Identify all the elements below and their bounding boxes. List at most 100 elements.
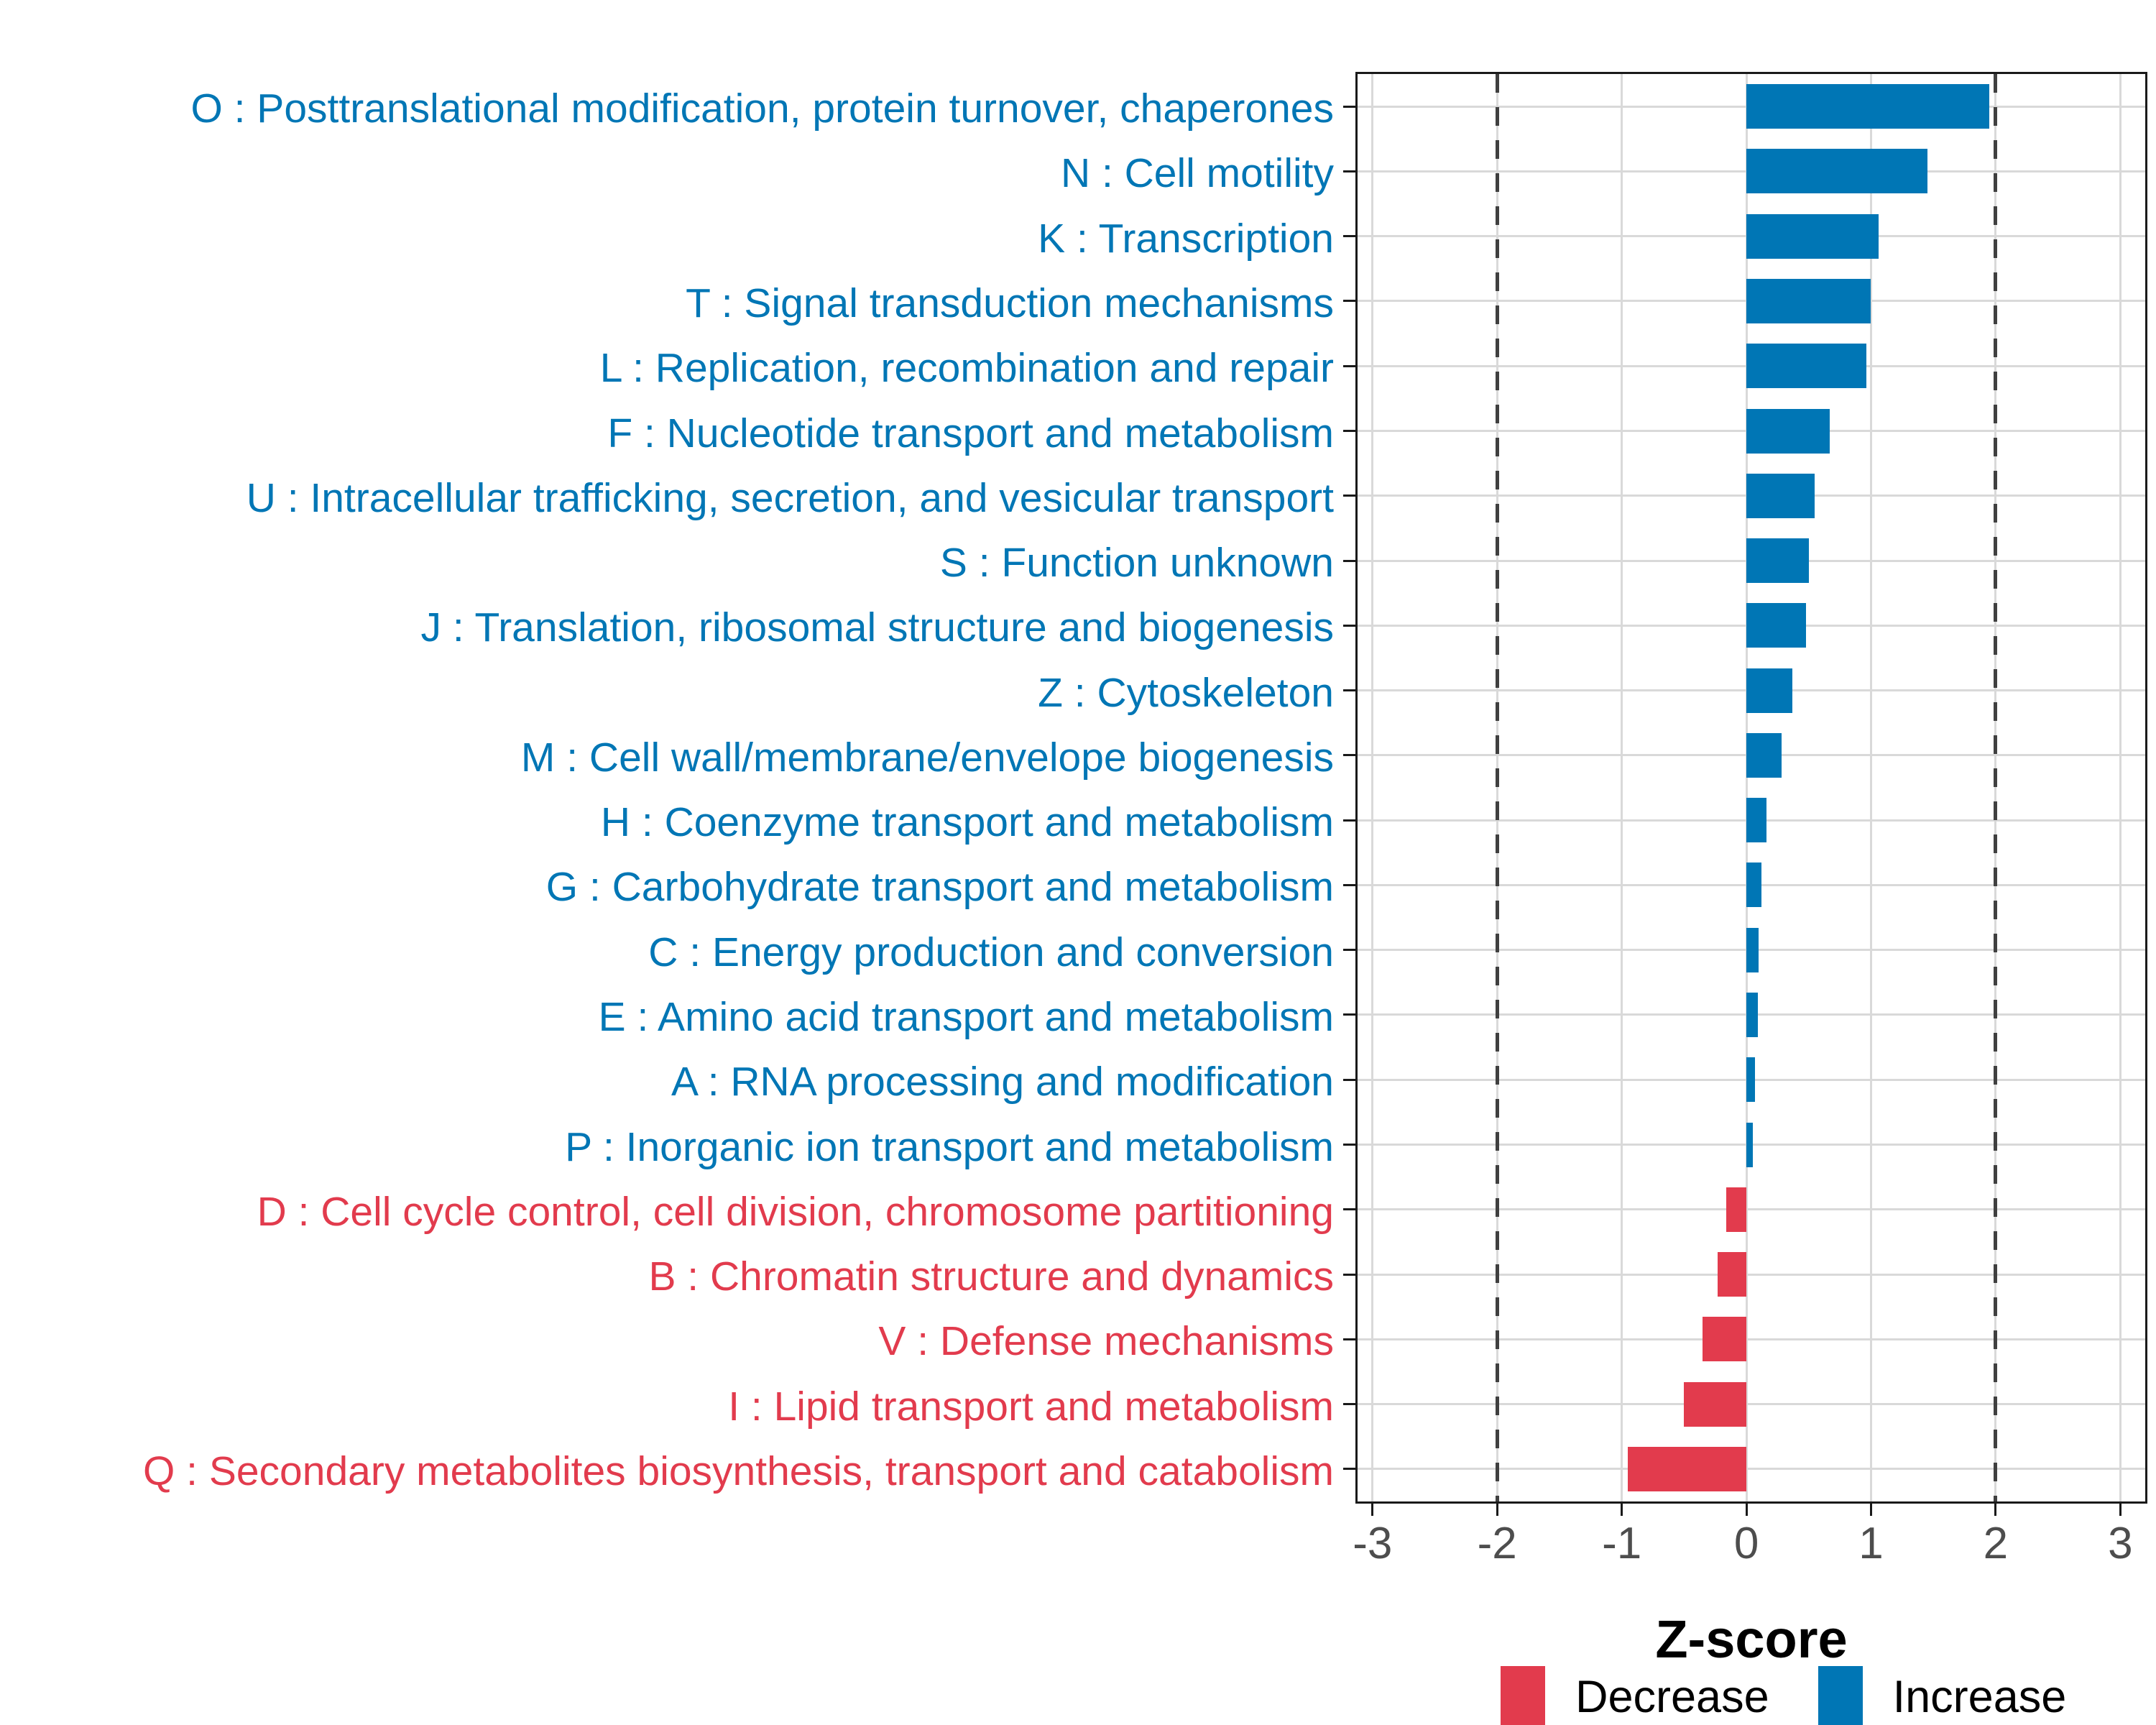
y-axis-tick (1343, 300, 1355, 303)
x-axis-tick-label: -1 (1602, 1519, 1642, 1568)
y-axis-tick (1343, 819, 1355, 822)
zscore-bar (1746, 732, 1782, 778)
horizontal-gridline (1358, 1208, 2145, 1211)
dashed-reference-line (1495, 74, 1499, 1501)
y-axis-tick (1343, 430, 1355, 432)
y-axis-tick (1343, 105, 1355, 108)
category-label: O : Posttranslational modification, prot… (190, 86, 1334, 132)
legend-item-decrease: Decrease (1501, 1666, 1769, 1725)
y-axis-tick (1343, 494, 1355, 497)
category-label: F : Nucleotide transport and metabolism (607, 410, 1334, 456)
zscore-bar (1746, 668, 1793, 713)
category-label: P : Inorganic ion transport and metaboli… (565, 1123, 1334, 1170)
x-axis-tick (1994, 1504, 1997, 1516)
y-axis-tick (1343, 1338, 1355, 1340)
zscore-bar (1746, 1122, 1753, 1167)
zscore-bar (1746, 603, 1807, 648)
category-label: B : Chromatin structure and dynamics (648, 1254, 1334, 1300)
category-label: T : Signal transduction mechanisms (686, 280, 1334, 326)
vertical-gridline (1371, 74, 1374, 1501)
category-label: E : Amino acid transport and metabolism (598, 993, 1334, 1040)
dashed-reference-line (1994, 74, 1998, 1501)
horizontal-gridline (1358, 1403, 2145, 1406)
x-axis-tick-label: 2 (1983, 1519, 2009, 1568)
category-label: V : Defense mechanisms (878, 1318, 1334, 1365)
legend: Decrease Increase (1501, 1666, 2066, 1725)
y-axis-tick (1343, 1273, 1355, 1276)
x-axis-tick (1621, 1504, 1623, 1516)
zscore-bar (1746, 408, 1830, 454)
category-label: C : Energy production and conversion (648, 929, 1334, 975)
horizontal-gridline (1358, 1468, 2145, 1471)
category-label: G : Carbohydrate transport and metabolis… (545, 864, 1334, 911)
legend-label-decrease: Decrease (1575, 1672, 1769, 1722)
x-axis-tick-label: 0 (1733, 1519, 1759, 1568)
zscore-bar (1746, 798, 1766, 843)
zscore-bar (1746, 278, 1871, 323)
y-axis-tick (1343, 949, 1355, 952)
y-axis-tick (1343, 1468, 1355, 1471)
y-axis-tick (1343, 1403, 1355, 1406)
y-axis-tick (1343, 624, 1355, 627)
y-axis-category-labels: O : Posttranslational modification, prot… (0, 74, 1334, 1501)
zscore-bar (1684, 1381, 1747, 1427)
zscore-bar (1746, 927, 1759, 972)
category-label: A : RNA processing and modification (671, 1059, 1334, 1105)
legend-label-increase: Increase (1892, 1672, 2067, 1722)
y-axis-tick (1343, 883, 1355, 886)
x-axis-tick-label: 3 (2108, 1519, 2133, 1568)
y-axis-tick (1343, 754, 1355, 757)
zscore-bar (1718, 1252, 1747, 1297)
y-axis-tick (1343, 689, 1355, 692)
y-axis-tick (1343, 1144, 1355, 1146)
category-label: U : Intracellular trafficking, secretion… (246, 474, 1334, 521)
category-label: I : Lipid transport and metabolism (728, 1383, 1334, 1430)
legend-item-increase: Increase (1818, 1666, 2067, 1725)
category-label: K : Transcription (1038, 215, 1334, 262)
zscore-bar (1746, 213, 1879, 259)
zscore-bar (1746, 149, 1927, 194)
plot-panel (1355, 72, 2147, 1504)
y-axis-tick (1343, 1208, 1355, 1211)
x-axis-tick (1745, 1504, 1748, 1516)
zscore-bar (1746, 538, 1809, 584)
decrease-color-swatch (1501, 1666, 1545, 1725)
zscore-bar (1746, 344, 1866, 389)
zscore-bar (1746, 992, 1758, 1037)
category-label: Q : Secondary metabolites biosynthesis, … (142, 1448, 1334, 1494)
x-axis-tick (1496, 1504, 1498, 1516)
category-label: M : Cell wall/membrane/envelope biogenes… (520, 734, 1334, 781)
category-label: H : Coenzyme transport and metabolism (600, 799, 1334, 846)
x-axis-tick (1371, 1504, 1374, 1516)
x-axis-tick-label: -3 (1353, 1519, 1393, 1568)
horizontal-gridline (1358, 1338, 2145, 1340)
category-label: L : Replication, recombination and repai… (599, 345, 1334, 392)
zscore-bar (1628, 1446, 1747, 1491)
zscore-bar (1746, 473, 1815, 518)
vertical-gridline (1745, 74, 1748, 1501)
vertical-gridline (2119, 74, 2122, 1501)
category-label: D : Cell cycle control, cell division, c… (257, 1188, 1334, 1235)
zscore-bar (1726, 1187, 1747, 1232)
horizontal-gridline (1358, 1273, 2145, 1276)
increase-color-swatch (1818, 1666, 1863, 1725)
category-label: S : Function unknown (939, 540, 1334, 586)
vertical-gridline (1869, 74, 1872, 1501)
y-axis-tick (1343, 364, 1355, 367)
y-axis-tick (1343, 559, 1355, 562)
zscore-bar (1746, 84, 1990, 129)
x-axis-tick (1869, 1504, 1872, 1516)
category-label: J : Translation, ribosomal structure and… (420, 604, 1334, 651)
vertical-gridline (1621, 74, 1623, 1501)
y-axis-tick (1343, 235, 1355, 238)
x-axis-title: Z-score (1655, 1609, 1848, 1669)
category-label: Z : Cytoskeleton (1038, 669, 1334, 716)
x-axis-tick-label: 1 (1858, 1519, 1884, 1568)
category-label: N : Cell motility (1060, 150, 1334, 197)
x-axis-tick (2119, 1504, 2122, 1516)
zscore-bar (1703, 1317, 1747, 1362)
zscore-bar (1746, 862, 1761, 908)
zscore-bar (1746, 1057, 1756, 1103)
y-axis-tick (1343, 1078, 1355, 1081)
